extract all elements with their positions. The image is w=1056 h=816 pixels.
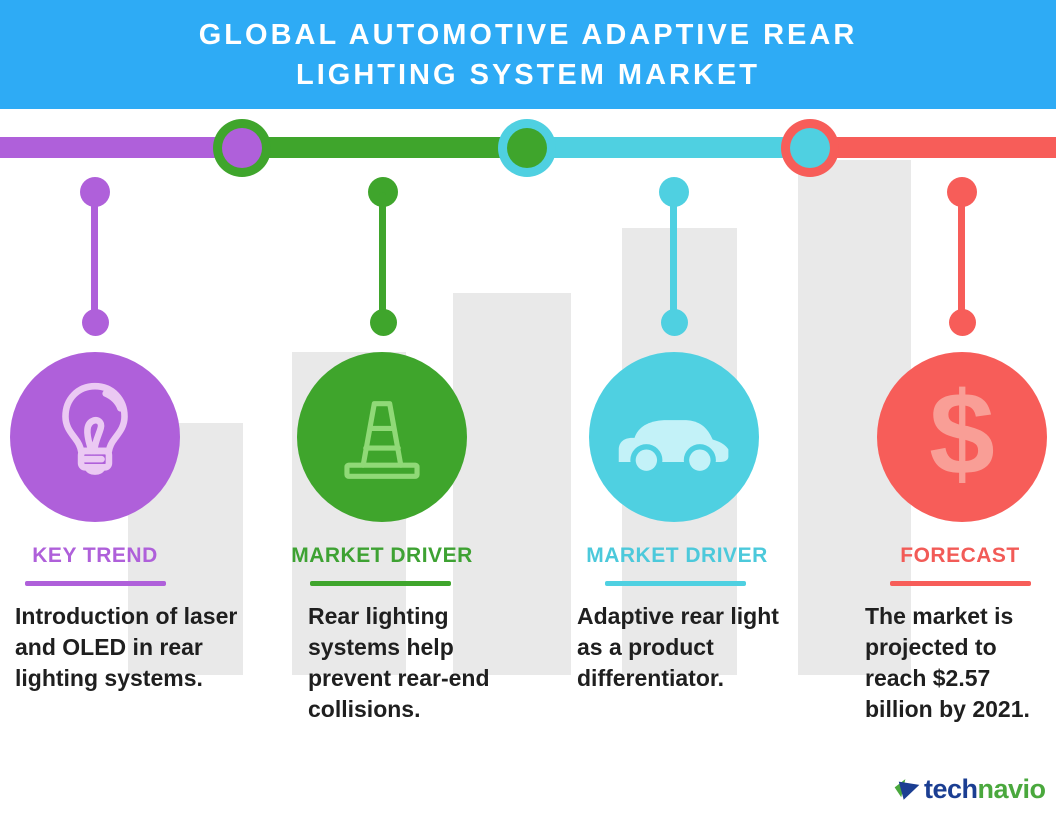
- description-line: Introduction of laser: [15, 603, 238, 629]
- timeline-segment-purple: [0, 137, 242, 158]
- timeline-junction-1-inner-dot: [222, 128, 262, 168]
- description-forecast: The market is projected to reach $2.57 b…: [865, 601, 1056, 725]
- timeline-junction-2-inner-dot: [507, 128, 547, 168]
- connector-line-3: [670, 192, 677, 324]
- icon-circle-market-driver-1: [297, 352, 467, 522]
- label-underline-4: [890, 581, 1031, 586]
- icon-circle-market-driver-2: [589, 352, 759, 522]
- timeline-junction-1: [213, 119, 271, 177]
- connector-line-2: [379, 192, 386, 324]
- column-label-forecast: FORECAST: [900, 544, 1020, 567]
- connector-bottom-dot-3: [661, 309, 688, 336]
- lightbulb-icon: [62, 382, 128, 475]
- column-label-market-driver-1: MARKET DRIVER: [291, 544, 473, 567]
- connector-line-4: [958, 192, 965, 324]
- description-line: reach $2.57: [865, 665, 991, 691]
- column-label-market-driver-2: MARKET DRIVER: [586, 544, 768, 567]
- description-line: differentiator.: [577, 665, 724, 691]
- description-market-driver-2: Adaptive rear light as a product differe…: [577, 601, 857, 694]
- label-underline-2: [310, 581, 451, 586]
- description-market-driver-1: Rear lighting systems help prevent rear-…: [308, 601, 588, 725]
- logo-text-navio: navio: [977, 774, 1047, 804]
- logo-text-tech: tech: [924, 774, 978, 804]
- timeline-junction-2: [498, 119, 556, 177]
- icon-circle-key-trend: [10, 352, 180, 522]
- description-line: Adaptive rear light: [577, 603, 779, 629]
- description-line: collisions.: [308, 696, 421, 722]
- description-line: prevent rear-end: [308, 665, 490, 691]
- header-banner: GLOBAL AUTOMOTIVE ADAPTIVE REAR LIGHTING…: [0, 0, 1056, 109]
- connector-bottom-dot-4: [949, 309, 976, 336]
- description-line: projected to: [865, 634, 997, 660]
- connector-line-1: [91, 192, 98, 324]
- description-line: Rear lighting: [308, 603, 449, 629]
- column-label-key-trend: KEY TREND: [32, 544, 158, 567]
- timeline-segment-cyan: [527, 137, 810, 158]
- page-title-line1: GLOBAL AUTOMOTIVE ADAPTIVE REAR: [198, 18, 858, 51]
- description-line: The market is: [865, 603, 1014, 629]
- timeline-segment-red: [810, 137, 1056, 158]
- background-bar-3: [453, 293, 571, 675]
- description-line: lighting systems.: [15, 665, 203, 691]
- connector-bottom-dot-1: [82, 309, 109, 336]
- traffic-cone-icon: [344, 401, 420, 479]
- description-key-trend: Introduction of laser and OLED in rear l…: [15, 601, 295, 694]
- description-line: and OLED in rear: [15, 634, 203, 660]
- connector-bottom-dot-2: [370, 309, 397, 336]
- label-underline-3: [605, 581, 746, 586]
- label-underline-1: [25, 581, 166, 586]
- technavio-arrow-icon: [894, 779, 920, 800]
- dollar-icon: $: [929, 368, 995, 500]
- timeline-junction-3-inner-dot: [790, 128, 830, 168]
- description-line: as a product: [577, 634, 714, 660]
- timeline-junction-3: [781, 119, 839, 177]
- car-icon: [618, 420, 729, 477]
- description-line: billion by 2021.: [865, 696, 1030, 722]
- timeline-segment-green: [242, 137, 527, 158]
- icon-circle-forecast: $: [877, 352, 1047, 522]
- page-title-line2: LIGHTING SYSTEM MARKET: [296, 58, 760, 91]
- description-line: systems help: [308, 634, 454, 660]
